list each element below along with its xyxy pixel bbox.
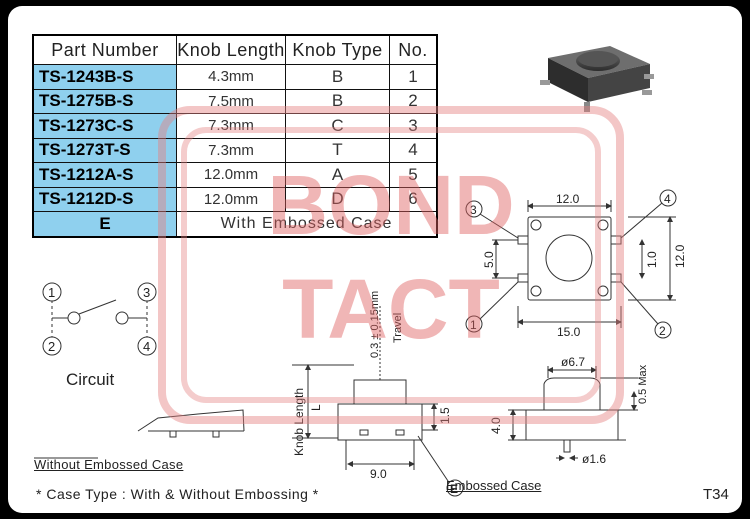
side-travel-label: Travel (392, 313, 404, 343)
front-dim-height: 4.0 (489, 417, 503, 434)
side-dim-base: 9.0 (370, 467, 387, 481)
front-dim-max: 0.5 Max (637, 364, 649, 404)
circuit-pin-1: 1 (48, 285, 55, 300)
knob-type-cell: B (285, 64, 390, 90)
circuit-pin-2: 2 (48, 339, 55, 354)
no-cell: 1 (389, 64, 438, 90)
part-number-cell: TS-1243B-S (32, 64, 177, 90)
datasheet-page: Part Number Knob Length Knob Type No. TS… (8, 6, 742, 513)
side-view-drawing (292, 306, 451, 485)
header-no: No. (389, 34, 438, 65)
part-number-cell: TS-1273C-S (32, 113, 177, 139)
knob-length-cell: 7.5mm (176, 88, 286, 114)
top-view-drawing (479, 200, 676, 328)
side-knob-l: L (309, 404, 323, 411)
embossed-callout-code: E (450, 482, 458, 496)
spec-table: Part Number Knob Length Knob Type No. TS… (32, 34, 438, 238)
embossed-callout-circle (446, 479, 464, 497)
table-row: TS-1275B-S 7.5mm B 2 (32, 88, 438, 114)
without-embossed-label: Without Embossed Case (34, 457, 184, 472)
header-part-number: Part Number (32, 34, 177, 65)
circuit-diagram (42, 282, 157, 356)
top-dim-side: 12.0 (673, 244, 687, 268)
circuit-pin-4: 4 (143, 339, 150, 354)
knob-type-cell: T (285, 137, 390, 163)
side-dim-height: 1.5 (438, 407, 452, 424)
table-row: TS-1273T-S 7.3mm T 4 (32, 137, 438, 163)
part-number-cell: TS-1212A-S (32, 162, 177, 188)
case-type-footnote: * Case Type : With & Without Embossing * (36, 486, 319, 502)
knob-type-cell: A (285, 162, 390, 188)
table-header-row: Part Number Knob Length Knob Type No. (32, 34, 438, 65)
no-cell: 5 (389, 162, 438, 188)
side-travel-dim: 0.3 ± 0.15mm (369, 291, 381, 358)
switch-product-image (540, 46, 654, 112)
front-dim-pin-dia: ø1.6 (582, 452, 606, 466)
top-dim-pin-span: 5.0 (482, 251, 496, 268)
circuit-pin-3: 3 (143, 285, 150, 300)
table-row: TS-1273C-S 7.3mm C 3 (32, 113, 438, 139)
top-view-pin-callouts (465, 189, 677, 339)
top-pin-label-2: 2 (659, 324, 666, 338)
knob-length-cell: 4.3mm (176, 64, 286, 90)
header-knob-type: Knob Type (285, 34, 390, 65)
page-code: T34 (703, 486, 729, 503)
table-row: TS-1212D-S 12.0mm D 6 (32, 186, 438, 212)
top-dim-length: 15.0 (557, 325, 581, 339)
side-knob-length-label: Knob Length (292, 388, 306, 456)
no-cell: 3 (389, 113, 438, 139)
without-embossed-profile (34, 409, 245, 459)
top-pin-label-3: 3 (470, 203, 477, 217)
top-dim-width: 12.0 (556, 192, 580, 206)
table-row: TS-1243B-S 4.3mm B 1 (32, 64, 438, 90)
part-number-cell: TS-1275B-S (32, 88, 177, 114)
no-cell: 2 (389, 88, 438, 114)
top-dim-pin-pitch: 1.0 (645, 251, 659, 268)
top-pin-label-4: 4 (664, 192, 671, 206)
embossed-text-cell: With Embossed Case (176, 211, 438, 237)
circuit-label: Circuit (66, 370, 115, 389)
part-number-cell: TS-1212D-S (32, 186, 177, 212)
knob-type-cell: B (285, 88, 390, 114)
front-view-drawing (508, 366, 638, 461)
front-dim-knob-dia: ø6.7 (561, 355, 585, 369)
table-row-embossed: E With Embossed Case (32, 211, 438, 237)
technical-drawings: 12.0 15.0 12.0 5.0 1.0 3 4 1 2 (34, 46, 687, 497)
header-knob-length: Knob Length (176, 34, 286, 65)
knob-type-cell: D (285, 186, 390, 212)
table-row: TS-1212A-S 12.0mm A 5 (32, 162, 438, 188)
embossed-case-label: Embossed Case (446, 478, 542, 493)
top-pin-label-1: 1 (470, 318, 477, 332)
no-cell: 4 (389, 137, 438, 163)
